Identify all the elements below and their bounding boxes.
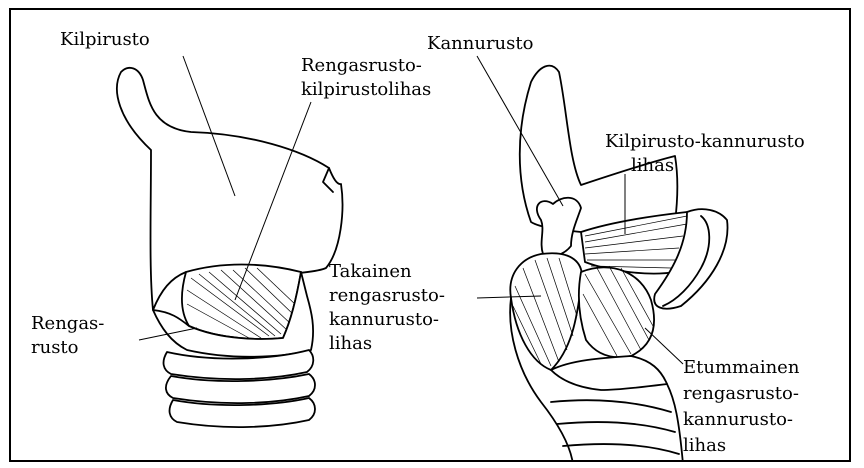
label-takainen-line2: rengasrusto-	[329, 284, 445, 308]
anterior-cricoarytenoid-muscle	[579, 267, 654, 357]
label-kilpirusto: Kilpirusto	[60, 28, 150, 52]
label-kilpirusto-kannurustolihas-line1: Kilpirusto-kannurusto	[605, 130, 805, 154]
label-takainen-line3: kannurusto-	[329, 308, 439, 332]
label-takainen-line4: lihas	[329, 332, 372, 356]
label-takainen-line1: Takainen	[329, 260, 412, 284]
label-etummainen-line4: lihas	[683, 434, 726, 458]
posterior-cricoarytenoid-muscle	[510, 253, 582, 370]
arytenoid-cartilage	[537, 198, 581, 256]
leader-etummainen	[645, 328, 683, 364]
cricothyroid-muscle	[182, 265, 301, 339]
cricoid-cartilage-right	[551, 356, 667, 390]
label-etummainen-line3: kannurusto-	[683, 408, 793, 432]
label-etummainen-line2: rengasrusto-	[683, 382, 799, 406]
label-kilpirusto-kannurustolihas-line2: lihas	[631, 154, 674, 178]
diagram-frame: Kilpirusto Rengasrusto- kilpirustolihas …	[9, 8, 851, 462]
label-kannurusto: Kannurusto	[427, 32, 533, 56]
label-rengasrusto-kilpirustolihas-line1: Rengasrusto-	[301, 54, 422, 78]
label-rengasrusto-line1: Rengas-	[31, 312, 104, 336]
label-rengasrusto-kilpirustolihas-line2: kilpirustolihas	[301, 78, 431, 102]
label-etummainen-line1: Etummainen	[683, 356, 799, 380]
label-rengasrusto-line2: rusto	[31, 336, 79, 360]
